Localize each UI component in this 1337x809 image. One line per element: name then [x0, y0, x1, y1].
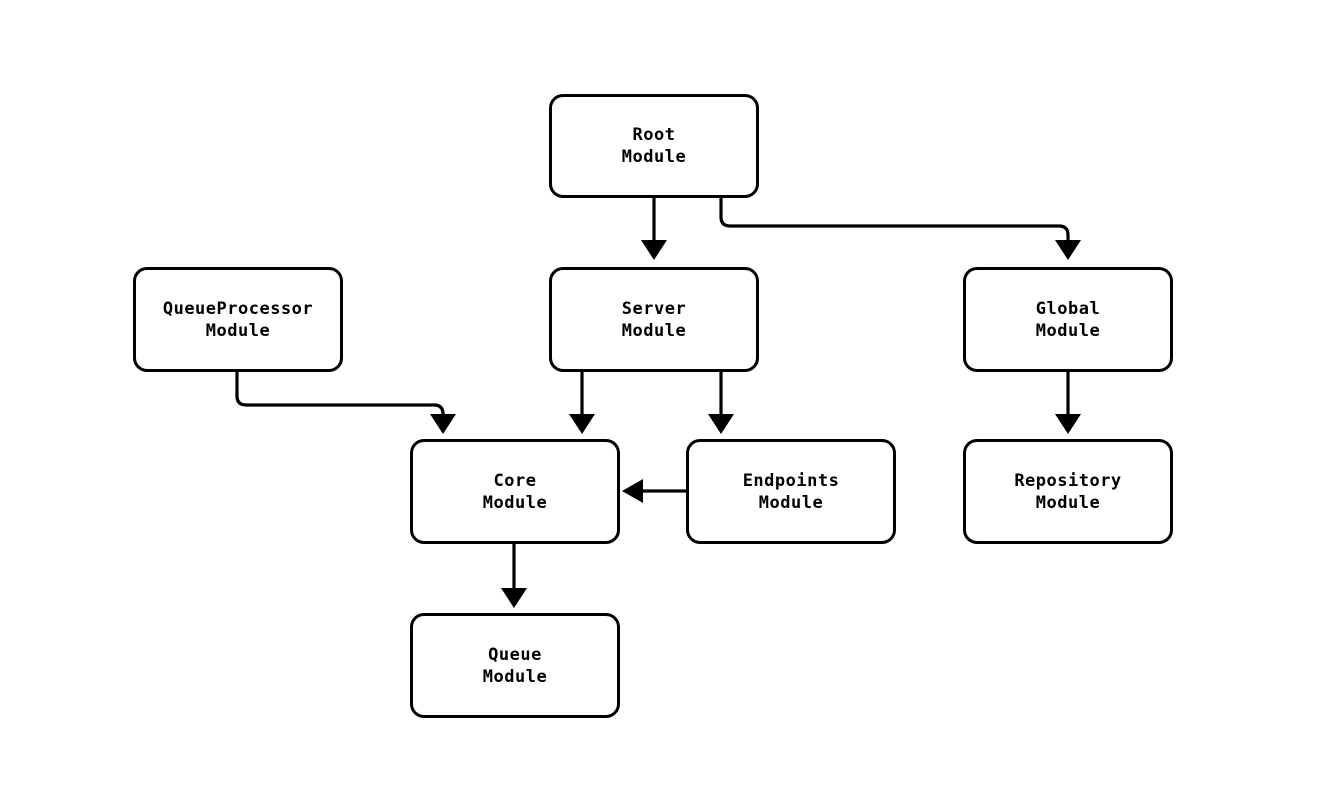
edge-server-to-endpoints	[708, 372, 734, 434]
node-core-module[interactable]: Core Module	[410, 439, 620, 544]
node-repository-module-line2: Module	[1035, 492, 1101, 513]
node-queue-module-line1: Queue	[488, 644, 542, 665]
node-endpoints-module-line2: Module	[758, 492, 824, 513]
node-repository-module[interactable]: Repository Module	[963, 439, 1173, 544]
edge-endpoints-to-core	[622, 479, 686, 503]
node-root-module-line2: Module	[621, 147, 687, 167]
edge-core-to-queue	[501, 544, 527, 608]
node-global-module-line2: Module	[1035, 320, 1101, 341]
node-queueprocessor-module-line2: Module	[205, 320, 271, 341]
node-core-module-line1: Core	[493, 470, 537, 491]
edge-root-to-global	[719, 198, 1081, 260]
node-server-module-line1: Server	[621, 298, 687, 319]
edge-queueprocessor-to-core	[235, 372, 456, 434]
edge-global-to-repository	[1055, 372, 1081, 434]
node-root-module-line1: Root	[632, 125, 676, 145]
edge-root-to-server	[641, 198, 667, 260]
node-global-module-line1: Global	[1035, 298, 1101, 319]
node-endpoints-module-line1: Endpoints	[742, 470, 840, 491]
edge-server-to-core	[569, 372, 595, 434]
node-server-module[interactable]: Server Module	[549, 267, 759, 372]
node-queue-module-line2: Module	[482, 666, 548, 687]
node-global-module[interactable]: Global Module	[963, 267, 1173, 372]
node-queue-module[interactable]: Queue Module	[410, 613, 620, 718]
node-server-module-line2: Module	[621, 320, 687, 341]
node-endpoints-module[interactable]: Endpoints Module	[686, 439, 896, 544]
node-root-module[interactable]: Root Module	[549, 94, 759, 198]
node-queueprocessor-module[interactable]: QueueProcessor Module	[133, 267, 343, 372]
node-core-module-line2: Module	[482, 492, 548, 513]
node-queueprocessor-module-line1: QueueProcessor	[162, 298, 314, 319]
node-repository-module-line1: Repository	[1014, 470, 1122, 491]
